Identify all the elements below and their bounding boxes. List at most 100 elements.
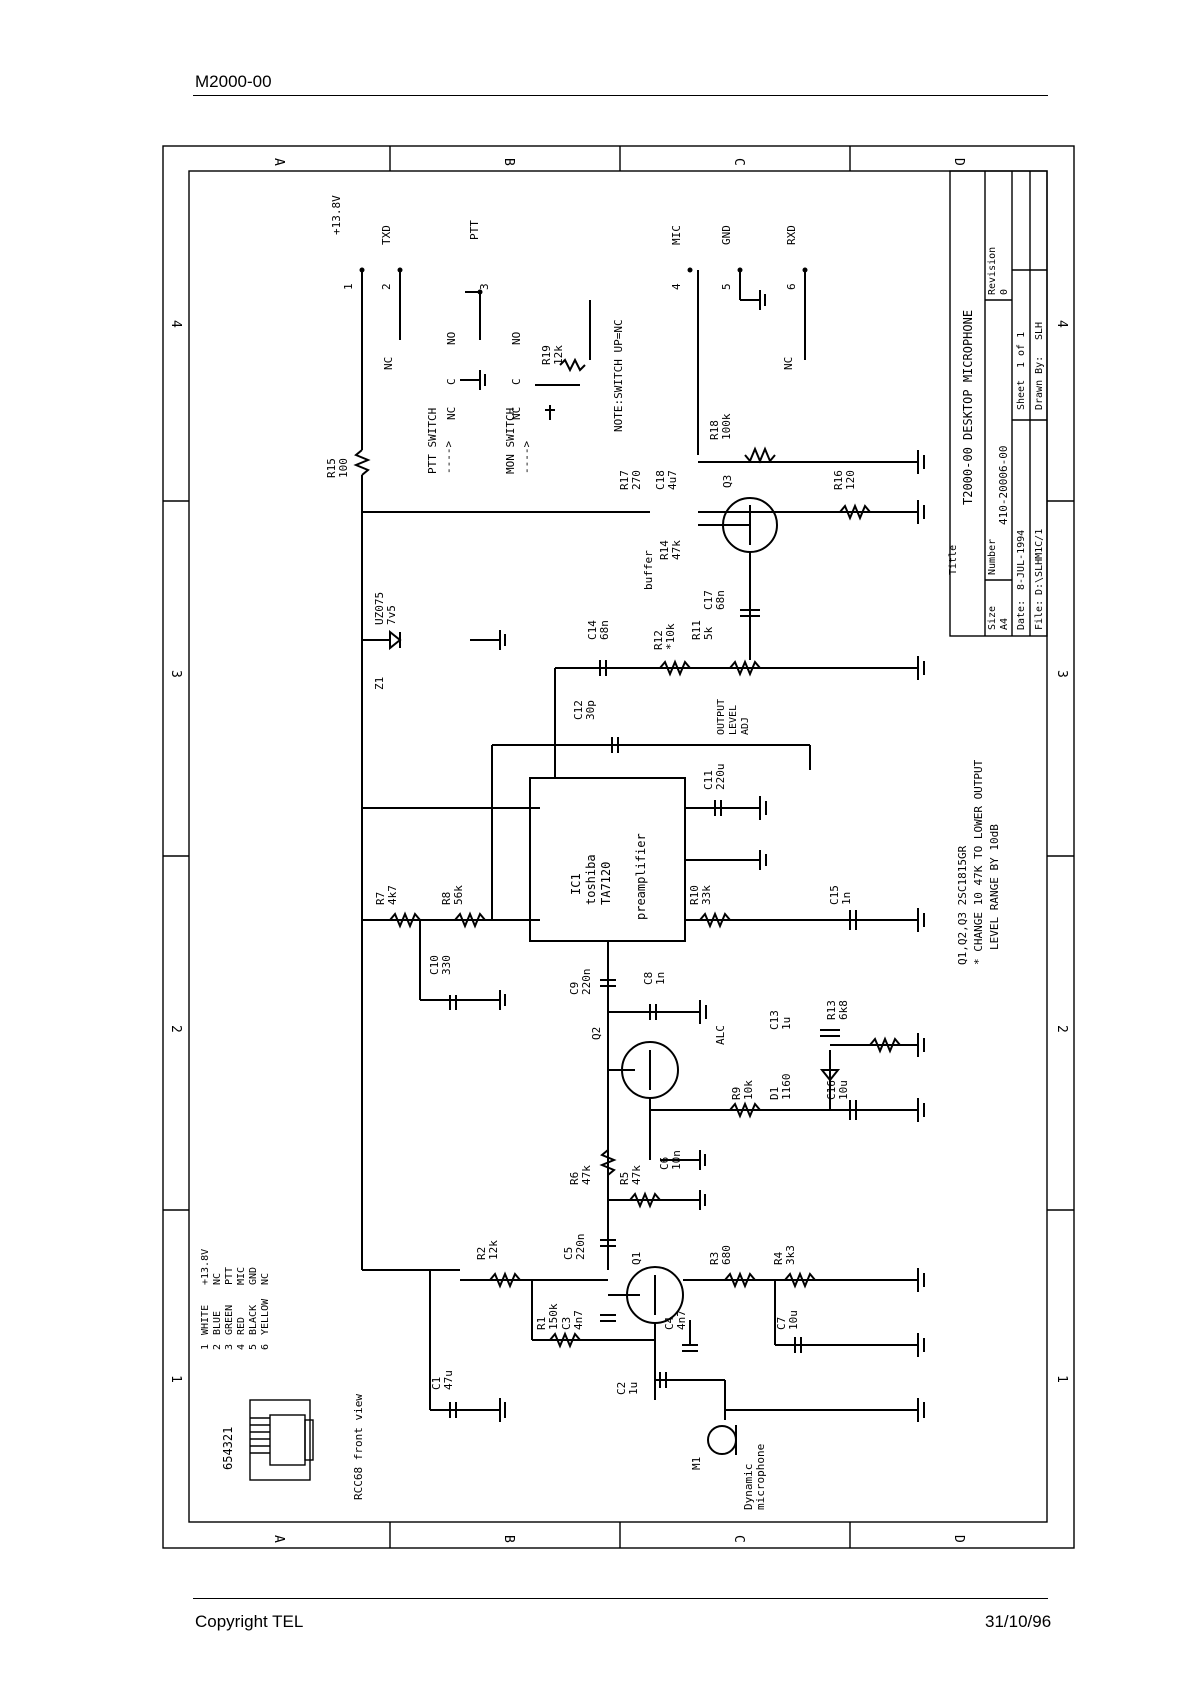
svg-text:YELLOW: YELLOW bbox=[260, 1298, 271, 1335]
svg-text:12k: 12k bbox=[487, 1240, 500, 1260]
label-ptt-switch: PTT SWITCH bbox=[426, 408, 439, 474]
svg-text:8-JUL-1994: 8-JUL-1994 bbox=[1016, 530, 1027, 590]
svg-text:M1: M1 bbox=[690, 1457, 703, 1470]
svg-text:C15: C15 bbox=[828, 885, 841, 905]
svg-text:Z1: Z1 bbox=[373, 677, 386, 690]
svg-text:3k3: 3k3 bbox=[784, 1245, 797, 1265]
label-adj: ADJ bbox=[740, 717, 751, 735]
svg-text:C16: C16 bbox=[825, 1080, 838, 1100]
svg-text:1u: 1u bbox=[780, 1017, 793, 1030]
footer-rule bbox=[193, 1598, 1048, 1599]
svg-text:RED: RED bbox=[236, 1317, 247, 1335]
svg-text:microphone: microphone bbox=[754, 1444, 767, 1510]
ptt-c-label: C bbox=[445, 378, 458, 385]
terminal-5-name: GND bbox=[720, 225, 733, 245]
svg-text:Date:: Date: bbox=[1016, 600, 1027, 630]
svg-text:30p: 30p bbox=[584, 700, 597, 720]
svg-text:C17: C17 bbox=[702, 590, 715, 610]
svg-text:150k: 150k bbox=[547, 1303, 560, 1330]
svg-text:330: 330 bbox=[440, 955, 453, 975]
svg-text:BLUE: BLUE bbox=[212, 1311, 223, 1335]
frame-col-d-bottom: D bbox=[951, 1535, 966, 1543]
svg-text:Sheet: Sheet bbox=[1016, 380, 1027, 410]
frame-dividers bbox=[163, 146, 1074, 1548]
svg-text:2: 2 bbox=[212, 1344, 223, 1350]
svg-text:UZ075: UZ075 bbox=[373, 592, 386, 625]
svg-text:5: 5 bbox=[248, 1344, 259, 1350]
terminal-1-num: 1 bbox=[342, 283, 355, 290]
svg-text:File:: File: bbox=[1034, 600, 1045, 630]
rxd-nc-label: NC bbox=[782, 357, 795, 370]
svg-text:47k: 47k bbox=[580, 1165, 593, 1185]
inner-frame bbox=[188, 170, 1048, 1523]
svg-text:47k: 47k bbox=[670, 540, 683, 560]
frame-row-2-right: 2 bbox=[1054, 1025, 1069, 1033]
svg-text:BLACK: BLACK bbox=[248, 1305, 259, 1335]
svg-text:220n: 220n bbox=[580, 969, 593, 996]
svg-text:R13: R13 bbox=[825, 1000, 838, 1020]
svg-text:4n7: 4n7 bbox=[675, 1310, 688, 1330]
svg-text:C3: C3 bbox=[560, 1317, 573, 1330]
svg-text:1n: 1n bbox=[654, 972, 667, 985]
footer-date: 31/10/96 bbox=[985, 1612, 1052, 1631]
svg-text:R10: R10 bbox=[688, 885, 701, 905]
svg-text:1160: 1160 bbox=[780, 1074, 793, 1101]
connector-rcc68 bbox=[249, 1399, 314, 1481]
connector-wire-table: 1 WHITE +13.8V 2 BLUE NC 3 GREEN PTT 4 R… bbox=[200, 1249, 271, 1350]
svg-text:R3: R3 bbox=[708, 1252, 721, 1265]
svg-text:Q3: Q3 bbox=[721, 475, 734, 488]
document-id: M2000-00 bbox=[195, 72, 272, 91]
svg-text:Q2: Q2 bbox=[590, 1027, 603, 1040]
ptt-no-label: NO bbox=[445, 332, 458, 345]
svg-text:C2: C2 bbox=[615, 1382, 628, 1395]
frame-row-2-left: 2 bbox=[168, 1025, 183, 1033]
svg-text:R7: R7 bbox=[374, 892, 387, 905]
frame-col-a-top: A bbox=[271, 158, 286, 166]
frame-row-3-left: 3 bbox=[168, 670, 183, 678]
svg-text:C1: C1 bbox=[430, 1377, 443, 1390]
frame-col-a-bottom: A bbox=[271, 1535, 286, 1543]
svg-text:WHITE: WHITE bbox=[200, 1305, 211, 1335]
svg-text:D1: D1 bbox=[768, 1087, 781, 1100]
svg-text:4n7: 4n7 bbox=[572, 1310, 585, 1330]
svg-text:R11: R11 bbox=[690, 620, 703, 640]
terminal-6-num: 6 bbox=[785, 283, 798, 290]
component-labels: R15 100 Z1 UZ075 7v5 R17 270 C18 4u7 R18… bbox=[325, 345, 857, 1510]
circuit-wiring bbox=[353, 270, 925, 1455]
svg-text:R14: R14 bbox=[658, 540, 671, 560]
terminal-4-name: MIC bbox=[670, 225, 683, 245]
label-output: OUTPUT bbox=[716, 699, 727, 735]
frame-row-3-right: 3 bbox=[1054, 670, 1069, 678]
mon-c-label: C bbox=[510, 378, 523, 385]
svg-text:0: 0 bbox=[999, 289, 1010, 295]
part-number: 410-20006-00 bbox=[997, 446, 1010, 525]
frame-row-4-left: 4 bbox=[168, 320, 183, 328]
terminal-5-num: 5 bbox=[720, 283, 733, 290]
svg-text:68n: 68n bbox=[598, 620, 611, 640]
terminal-3-num: 3 bbox=[478, 283, 491, 290]
svg-text:56k: 56k bbox=[452, 885, 465, 905]
svg-text:C13: C13 bbox=[768, 1010, 781, 1030]
frame-col-d-top: D bbox=[951, 158, 966, 166]
svg-text:R15: R15 bbox=[325, 458, 338, 478]
svg-text:R8: R8 bbox=[440, 892, 453, 905]
mon-nc-label: NC bbox=[510, 407, 523, 420]
frame-row-1-left: 1 bbox=[168, 1375, 183, 1383]
frame-col-b-bottom: B bbox=[501, 1535, 516, 1543]
outer-frame bbox=[162, 145, 1075, 1549]
svg-text:7v5: 7v5 bbox=[385, 605, 398, 625]
frame-col-b-top: B bbox=[501, 158, 516, 166]
frame-row-4-right: 4 bbox=[1054, 320, 1069, 328]
svg-text:*10k: *10k bbox=[664, 623, 677, 650]
svg-text:3: 3 bbox=[224, 1344, 235, 1350]
svg-text:GREEN: GREEN bbox=[224, 1305, 235, 1335]
svg-text:R5: R5 bbox=[618, 1172, 631, 1185]
svg-text:C7: C7 bbox=[775, 1317, 788, 1330]
svg-text:1u: 1u bbox=[627, 1382, 640, 1395]
svg-text:1 of 1: 1 of 1 bbox=[1016, 332, 1027, 368]
svg-text:Revision: Revision bbox=[987, 247, 998, 295]
frame-col-c-bottom: C bbox=[731, 1535, 746, 1543]
title-block: Title T2000-00 DESKTOP MICROPHONE Size A… bbox=[948, 170, 1048, 637]
svg-text:33k: 33k bbox=[700, 885, 713, 905]
svg-text:C10: C10 bbox=[428, 955, 441, 975]
